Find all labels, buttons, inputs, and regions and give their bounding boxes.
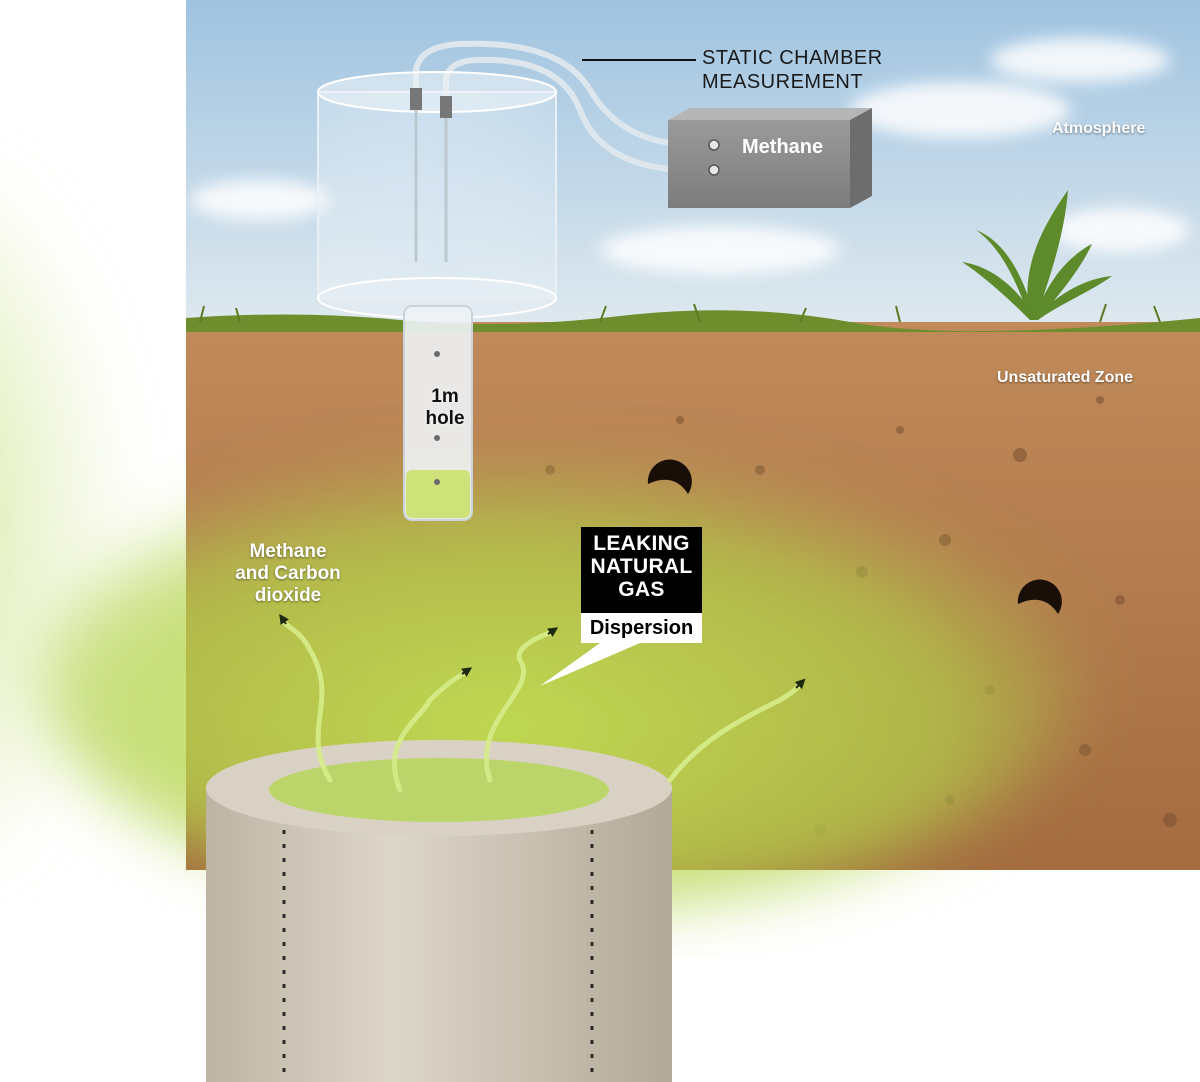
static-chamber [317, 71, 557, 319]
leaking-gas-callout-line: NATURAL [590, 555, 693, 578]
grass-blades [199, 303, 1161, 323]
dispersion-label: Dispersion [581, 613, 702, 643]
leaking-gas-callout-line: GAS [618, 578, 665, 601]
leaking-gas-callout: LEAKING NATURAL GAS [581, 527, 702, 613]
unsaturated-zone-label: Unsaturated Zone [997, 369, 1134, 386]
callout-pointer [540, 643, 640, 686]
atmosphere-label: Atmosphere [1052, 120, 1146, 137]
static-chamber-label-line: MEASUREMENT [702, 71, 864, 93]
concrete-well [206, 740, 672, 1082]
leaking-gas-callout-line: LEAKING [593, 532, 690, 555]
hole-depth-label: 1m hole [415, 386, 475, 430]
gases-label-line: and Carbon [235, 563, 341, 584]
gas-haze [0, 160, 300, 880]
gas-wisps [279, 617, 803, 793]
static-chamber-label-line: STATIC CHAMBER [702, 47, 883, 69]
gases-label: Methane and Carbon dioxide [218, 541, 358, 607]
gases-label-line: dioxide [254, 585, 322, 606]
methane-analyzer-label: Methane [742, 136, 824, 158]
plant-icon [962, 190, 1112, 320]
gases-label-line: Methane [249, 541, 327, 562]
gas-arrow-icons [279, 613, 806, 690]
static-chamber-label: STATIC CHAMBER MEASUREMENT [702, 46, 883, 94]
burrow-hole [1017, 579, 1062, 614]
clouds [190, 38, 1190, 274]
sampling-tube-1m [403, 305, 473, 521]
hole-depth-label-line: 1m [431, 386, 459, 407]
sample-tube [413, 40, 681, 147]
burrow-hole [647, 459, 692, 494]
hole-depth-label-line: hole [425, 408, 465, 429]
methane-analyzer-box [668, 108, 872, 208]
sample-tube [443, 56, 681, 173]
